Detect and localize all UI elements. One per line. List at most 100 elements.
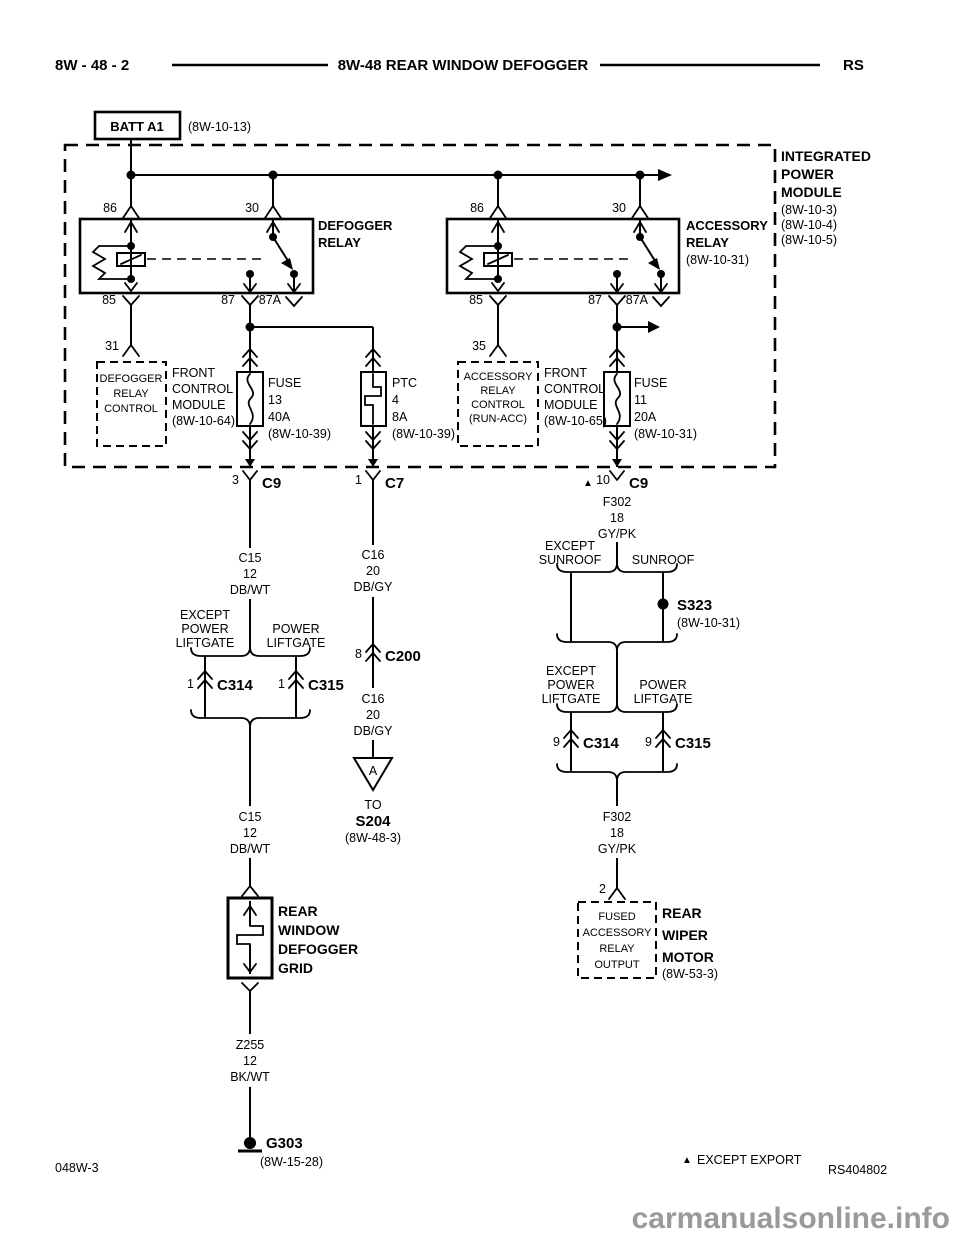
relay-node (657, 270, 665, 278)
wire-color: BK/WT (230, 1070, 270, 1084)
relay-internal-wires (130, 219, 295, 293)
coil-slash (487, 254, 509, 265)
wire-gauge: 18 (610, 826, 624, 840)
c7-pin: 1 (355, 473, 362, 487)
split-label-left: LIFTGATE (542, 692, 601, 706)
relay-internal-wires (497, 219, 662, 293)
relay-node (613, 270, 621, 278)
junction-dot (126, 170, 136, 180)
branch-wires (570, 572, 664, 642)
merge-brace (190, 709, 311, 728)
c9-pin: 10 (596, 473, 610, 487)
ground-name: G303 (266, 1135, 303, 1152)
batt-a1-label: BATT A1 (110, 119, 163, 134)
split-brace (190, 646, 311, 657)
ground-g303: Z255 12 BK/WT G303 (8W-15-28) (230, 1038, 323, 1169)
defogger-relay: 86 30 85 87 87A DEFOGGER RELAY (78, 201, 393, 308)
ptc-4-box (360, 371, 387, 427)
pin-86-label: 86 (470, 201, 484, 215)
control-box-text: CONTROL (471, 399, 525, 411)
defogger-relay-control-box (96, 361, 167, 447)
fuse-13-rating: 40A (268, 410, 291, 424)
fcm-label: CONTROL (544, 382, 605, 396)
relay-node (290, 270, 298, 278)
junction-dot (493, 170, 503, 180)
connector-c9-right: ▲ 10 C9 (583, 459, 648, 492)
ptc-connector-chevrons (365, 347, 381, 451)
relay-top-pin-symbols (489, 204, 649, 219)
branch-wires (570, 712, 664, 772)
connector-arrow (368, 459, 378, 467)
splice-s323-ref: (8W-10-31) (677, 616, 740, 630)
fuse-13-label: FUSE (268, 376, 301, 390)
fcm-label: MODULE (544, 398, 597, 412)
accessory-relay: 86 30 85 87 87A ACCESSORY RELAY (8W-10-3… (445, 201, 768, 308)
grid-name: REAR (278, 903, 318, 919)
wiper-motor-name: MOTOR (662, 949, 714, 965)
rear-window-defogger-grid: REAR WINDOW DEFOGGER GRID (226, 885, 358, 1034)
ground-symbol-dot (244, 1137, 256, 1149)
accessory-relay-control: 35 ACCESSORY RELAY CONTROL (RUN-ACC) FRO… (457, 305, 607, 447)
bus-wires (131, 174, 658, 207)
connector-y-symbol (365, 470, 381, 481)
ipm-name-line: INTEGRATED (781, 148, 871, 164)
c9-name: C9 (629, 475, 648, 492)
switch-arm (639, 236, 658, 265)
splice-s323-name: S323 (677, 597, 712, 614)
relay-internal-arrows (124, 220, 301, 294)
ipm-dashed-border (63, 143, 777, 469)
pin-86-label: 86 (103, 201, 117, 215)
wire-label: C16 (362, 548, 385, 562)
wire-label: C16 (362, 692, 385, 706)
accessory-relay-box (445, 217, 681, 295)
control-box-text: CONTROL (104, 403, 158, 415)
page-header: 8W - 48 - 2 8W-48 REAR WINDOW DEFOGGER R… (55, 57, 864, 74)
switch-arrowhead (281, 258, 293, 270)
footnote-text: EXCEPT EXPORT (697, 1153, 802, 1167)
split-label-right: POWER (272, 622, 319, 636)
control-box-text: RELAY (480, 385, 516, 397)
fuse-13-number: 13 (268, 393, 282, 407)
switch-arrowhead (648, 258, 660, 270)
fcm-label: FRONT (544, 366, 587, 380)
connector-y-symbol (242, 470, 258, 481)
coil-slash (120, 254, 142, 265)
c200-pin: 8 (355, 647, 362, 661)
split-label-right: LIFTGATE (634, 692, 693, 706)
ptc-4-rating: 8A (392, 410, 408, 424)
fuse-connector-chevrons (609, 347, 625, 451)
split-brace (556, 702, 678, 713)
power-bus (126, 169, 672, 207)
accessory-relay-control-box (457, 361, 539, 447)
control-box-text: ACCESSORY (464, 371, 534, 383)
relay-coil-symbol (116, 252, 146, 267)
branch-wires (204, 656, 297, 718)
wire-color: DB/WT (230, 842, 271, 856)
wire-color: GY/PK (598, 842, 637, 856)
split-label-left: EXCEPT (180, 608, 230, 622)
relay-node (127, 242, 135, 250)
wire-gauge: 12 (243, 826, 257, 840)
wire-gauge: 20 (366, 708, 380, 722)
accessory-relay-name: RELAY (686, 235, 729, 250)
split-label-left: POWER (547, 678, 594, 692)
split-label-left: SUNROOF (539, 553, 602, 567)
c314-pin: 9 (553, 735, 560, 749)
circuit-ptc-feed: C16 20 DB/GY 8 C200 C16 20 DB/GY A TO S2… (345, 480, 421, 845)
ipm-name-line: POWER (781, 166, 834, 182)
relay-node (494, 275, 502, 283)
inline-connector-chevrons (197, 669, 304, 689)
c315-pin: 9 (645, 735, 652, 749)
fuse-11-rating: 20A (634, 410, 657, 424)
coil-resistor-zigzag (91, 245, 132, 280)
splice-s323-dot (657, 598, 669, 610)
relay-node (127, 275, 135, 283)
bus-continuation-arrow (658, 169, 672, 181)
rear-wiper-motor: 2 FUSED ACCESSORY RELAY OUTPUT REAR WIPE… (577, 882, 718, 981)
split-label-left: LIFTGATE (176, 636, 235, 650)
wire-color: GY/PK (598, 527, 637, 541)
wire-label: C15 (239, 551, 262, 565)
relay-bottom-pin-symbols (122, 295, 303, 308)
wiper-box-text: FUSED (598, 911, 635, 923)
fuse-11-box (603, 371, 631, 427)
